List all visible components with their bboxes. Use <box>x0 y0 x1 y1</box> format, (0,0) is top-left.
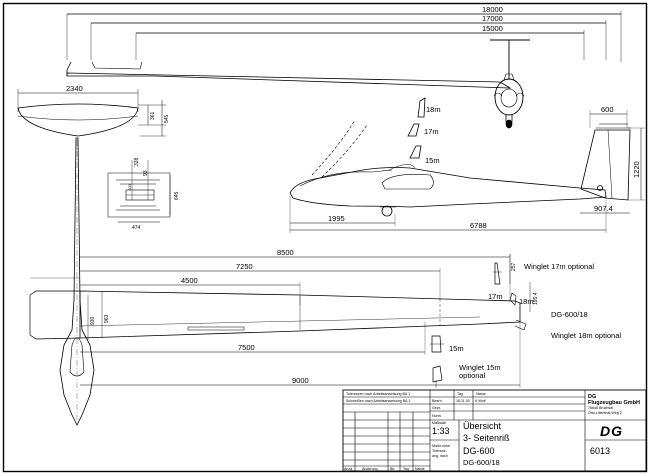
side-view <box>289 97 645 233</box>
tb-bearb-name: K.Wolf <box>475 399 486 403</box>
label-winglet-side-17m: 17m <box>424 127 439 136</box>
wing-plan <box>29 254 531 388</box>
dim-tail-depth-2: 545 <box>164 114 170 123</box>
dim-detail-133: 133 <box>128 184 132 190</box>
dim-semi-7250: 7250 <box>236 262 253 271</box>
label-winglet-15m-2: optional <box>459 371 486 380</box>
tb-tolerance-2: Schweißen nach Arbeitsanweisung BA 1 <box>346 399 410 403</box>
dim-root-963: 963 <box>104 314 110 323</box>
tb-drawing-title-2: 3- Seitenriß <box>463 433 510 443</box>
tb-row-gepr: Gepr. <box>432 406 441 410</box>
dim-span-17: 17000 <box>482 14 503 23</box>
label-variant: DG-600/18 <box>551 310 588 319</box>
fuselage-plan <box>59 137 95 426</box>
dim-detail-474: 474 <box>132 225 141 231</box>
tb-company-3: 76646 Bruchsal <box>588 406 613 410</box>
root-detail <box>107 160 171 223</box>
tb-massstab-label: Maßstab <box>432 421 446 425</box>
label-tip-15m: 15m <box>449 344 464 353</box>
tb-head-name: Name <box>476 392 486 396</box>
dim-fin-1220: 1220 <box>632 161 641 178</box>
tb-rev-3: Blt. <box>390 467 395 471</box>
tb-row-bearb: Bearb. <box>432 399 443 403</box>
tb-scale: 1:33 <box>432 426 450 436</box>
dim-inner-4500: 4500 <box>181 276 198 285</box>
tb-drawing-number: 6013 <box>590 446 610 456</box>
tb-massstab-note-3: ang. nach <box>432 454 448 458</box>
dim-tail-depth-1: 361 <box>150 111 156 120</box>
label-tip-18m: 18m <box>519 297 534 306</box>
title-block-frame <box>342 389 647 472</box>
tb-rev-1: Anzg. <box>344 467 353 471</box>
tb-massstab-note-1: Maße ohne <box>432 444 450 448</box>
dim-detail-328: 328 <box>134 157 140 166</box>
label-winglet-15m-1: Winglet 15m <box>459 363 501 372</box>
winglet-15m-views <box>430 335 444 388</box>
dim-winglet-195: 195.4 <box>533 292 539 305</box>
tb-massstab-note-2: Toleranz- <box>432 449 448 453</box>
tb-rev-5: Name <box>415 467 425 471</box>
tb-drawing-title-1: Übersicht <box>463 421 502 431</box>
dim-semi-7500: 7500 <box>238 343 255 352</box>
label-winglet-18m: Winglet 18m optional <box>551 331 621 340</box>
tb-head-tag: Tag <box>457 392 463 396</box>
label-tip-17m: 17m <box>488 292 503 301</box>
dim-fuselage-930: 930 <box>90 316 96 325</box>
tb-company-4: Otto-Lilienthal-Weg 2 <box>588 411 622 415</box>
dim-semi-8500: 8500 <box>277 248 294 257</box>
label-winglet-side-15m: 15m <box>425 156 440 165</box>
tb-rev-4: Tag <box>403 467 409 471</box>
dim-span-15: 15000 <box>482 24 503 33</box>
tb-bearb-date: 16.11.00 <box>456 399 470 403</box>
dim-wing-pos-1995: 1995 <box>328 214 345 223</box>
dim-detail-93: 93 <box>143 170 149 176</box>
dim-span-18: 18000 <box>482 5 503 14</box>
tb-company-1: DG <box>588 394 596 400</box>
label-winglet-side-18m: 18m <box>426 105 441 114</box>
dim-detail-645: 645 <box>174 191 180 200</box>
tb-row-norm: Norm. <box>432 414 442 418</box>
tb-logo: DG <box>600 423 623 439</box>
tailplane-plan <box>17 89 166 137</box>
tb-model: DG-600 <box>463 446 495 456</box>
dim-winglet-257: 257 <box>511 262 517 271</box>
tb-company-2: Flugzeugbau GmbH <box>588 400 640 406</box>
tb-tolerance-1: Toleranzen nach Arbeitsanweisung BA 1 <box>346 392 410 396</box>
dim-tail-span: 2340 <box>66 84 83 93</box>
front-view <box>66 11 622 129</box>
dim-fin-907: 907.4 <box>594 204 613 213</box>
dim-fuselage-6788: 6788 <box>470 221 487 230</box>
dim-rudder-600: 600 <box>601 105 614 114</box>
tb-rev-2: Änderung <box>362 467 378 471</box>
tb-model-variant: DG-600/18 <box>463 458 500 467</box>
label-winglet-17m: Winglet 17m optional <box>524 262 594 271</box>
dim-semi-9000: 9000 <box>292 376 309 385</box>
